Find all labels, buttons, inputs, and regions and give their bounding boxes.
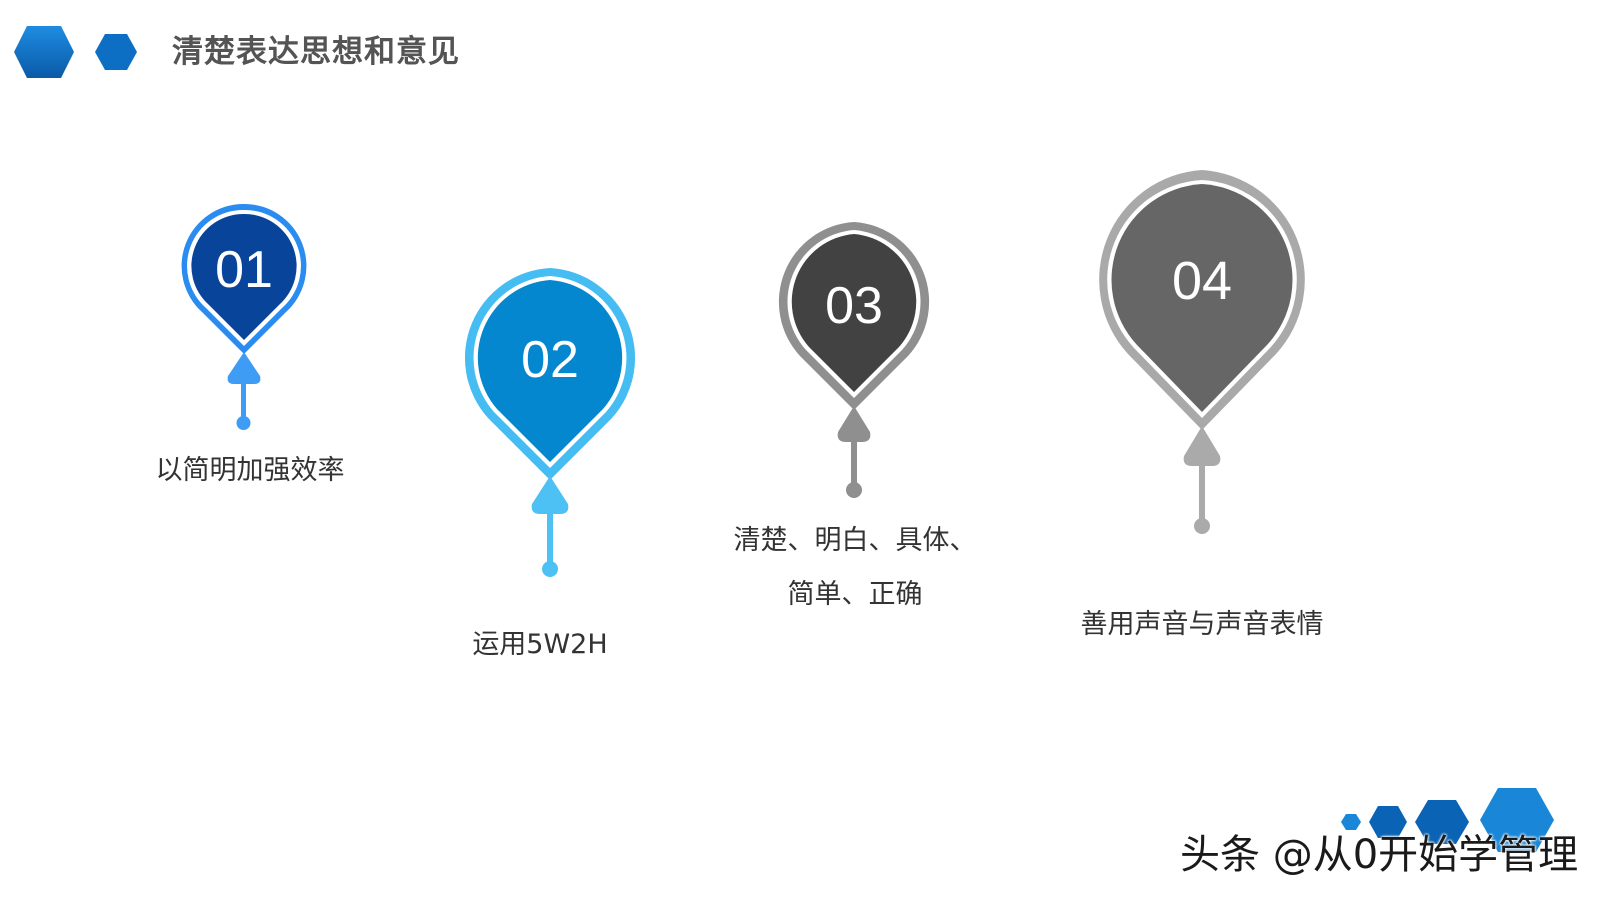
step-04-label: 善用声音与声音表情 <box>1080 609 1324 640</box>
step-03-number: 03 <box>825 277 883 335</box>
corner-hexagons <box>1341 788 1554 852</box>
pin-step-01 <box>181 203 307 430</box>
pin-step-04 <box>1099 170 1305 534</box>
step-02-label: 运用5W2H <box>472 629 608 660</box>
watermark-text: 头条 @从0开始学管理 <box>1180 832 1579 878</box>
page-title: 清楚表达思想和意见 <box>172 34 460 70</box>
step-02-number: 02 <box>521 331 579 389</box>
step-03-label: 清楚、明白、具体、 简单、正确 <box>700 514 1010 622</box>
step-03-label-line2: 简单、正确 <box>787 579 923 610</box>
header-hexagon-small <box>95 34 137 70</box>
step-01-label: 以简明加强效率 <box>155 455 345 486</box>
pin-step-03 <box>778 222 930 498</box>
step-04-number: 04 <box>1171 251 1233 311</box>
step-01-number: 01 <box>215 241 273 299</box>
pin-step-02 <box>464 268 636 577</box>
step-03-label-line1: 清楚、明白、具体、 <box>733 525 977 556</box>
header-hexagon-large <box>14 26 74 78</box>
